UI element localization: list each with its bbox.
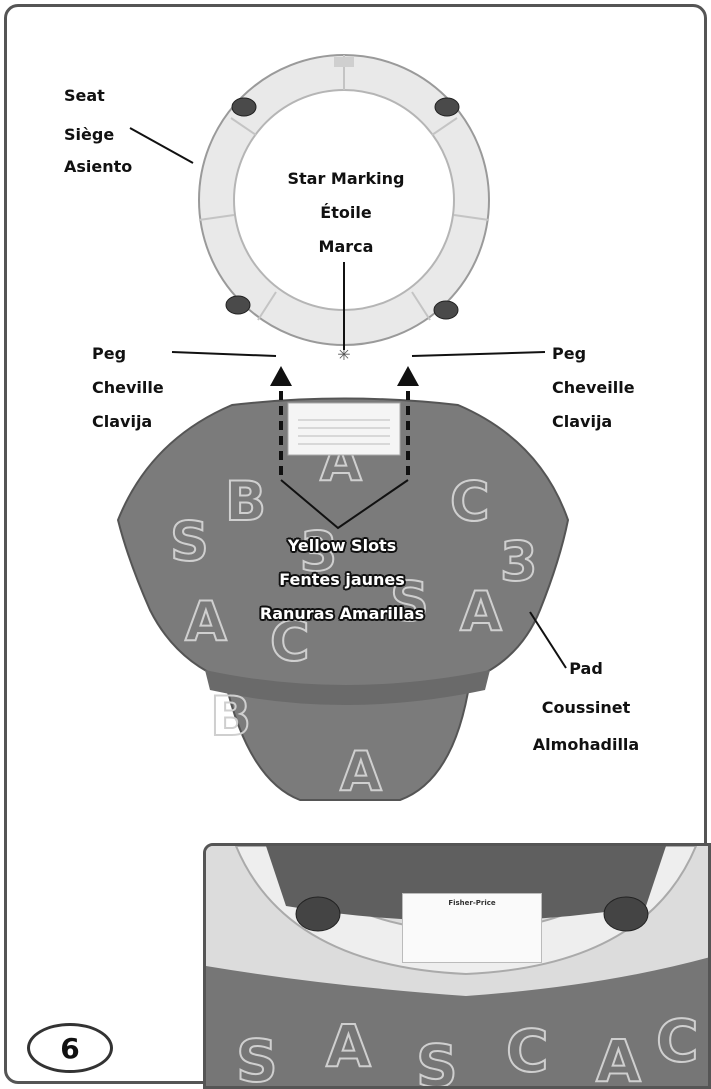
svg-text:A: A: [460, 580, 502, 643]
peg-left-label-fr: Cheville: [92, 378, 164, 398]
svg-text:B: B: [210, 685, 251, 748]
star-marking-label: Star Marking: [287, 169, 404, 189]
yellow-slots-label: Yellow Slots: [288, 536, 396, 556]
yellow-slots-label-fr: Fentes jaunes: [279, 570, 405, 590]
star-marking-label-fr: Étoile: [320, 203, 371, 223]
svg-text:A: A: [185, 590, 227, 653]
yellow-slots-label-es: Ranuras Amarillas: [260, 604, 424, 624]
svg-text:S: S: [416, 1032, 458, 1089]
svg-text:C: C: [450, 470, 490, 533]
detail-inset: S A S C A C Fisher-Price: [203, 843, 711, 1089]
arrow-head-right: [397, 366, 419, 386]
seat-label: Seat: [64, 86, 105, 106]
peg-left-label: Peg: [92, 344, 126, 364]
care-label-tag: Fisher-Price: [402, 893, 542, 963]
seat-label-fr: Siège: [64, 125, 114, 145]
svg-text:B: B: [225, 470, 266, 533]
detail-illustration: S A S C A C: [206, 846, 711, 1089]
svg-text:C: C: [656, 1007, 699, 1075]
pad-label: Pad: [569, 659, 603, 679]
peg-right-label-es: Clavija: [552, 412, 612, 432]
pad: A S B C 3 A A C S A B 3: [118, 399, 568, 804]
star-marking-label-es: Marca: [319, 237, 374, 257]
svg-text:A: A: [340, 740, 382, 803]
peg-left-label-es: Clavija: [92, 412, 152, 432]
tag-brand: Fisher-Price: [403, 900, 541, 907]
svg-text:C: C: [506, 1017, 549, 1085]
step-number-badge: 6: [27, 1023, 113, 1073]
pad-label-es: Almohadilla: [533, 735, 639, 755]
svg-text:3: 3: [500, 530, 538, 593]
arrow-head-left: [270, 366, 292, 386]
peg-right-label: Peg: [552, 344, 586, 364]
svg-text:S: S: [170, 510, 209, 573]
seat-label-es: Asiento: [64, 157, 132, 177]
svg-text:A: A: [326, 1012, 371, 1080]
svg-text:A: A: [596, 1027, 641, 1089]
peg-right-label-fr: Cheveille: [552, 378, 635, 398]
pad-label-fr: Coussinet: [542, 698, 631, 718]
svg-text:S: S: [236, 1027, 278, 1089]
